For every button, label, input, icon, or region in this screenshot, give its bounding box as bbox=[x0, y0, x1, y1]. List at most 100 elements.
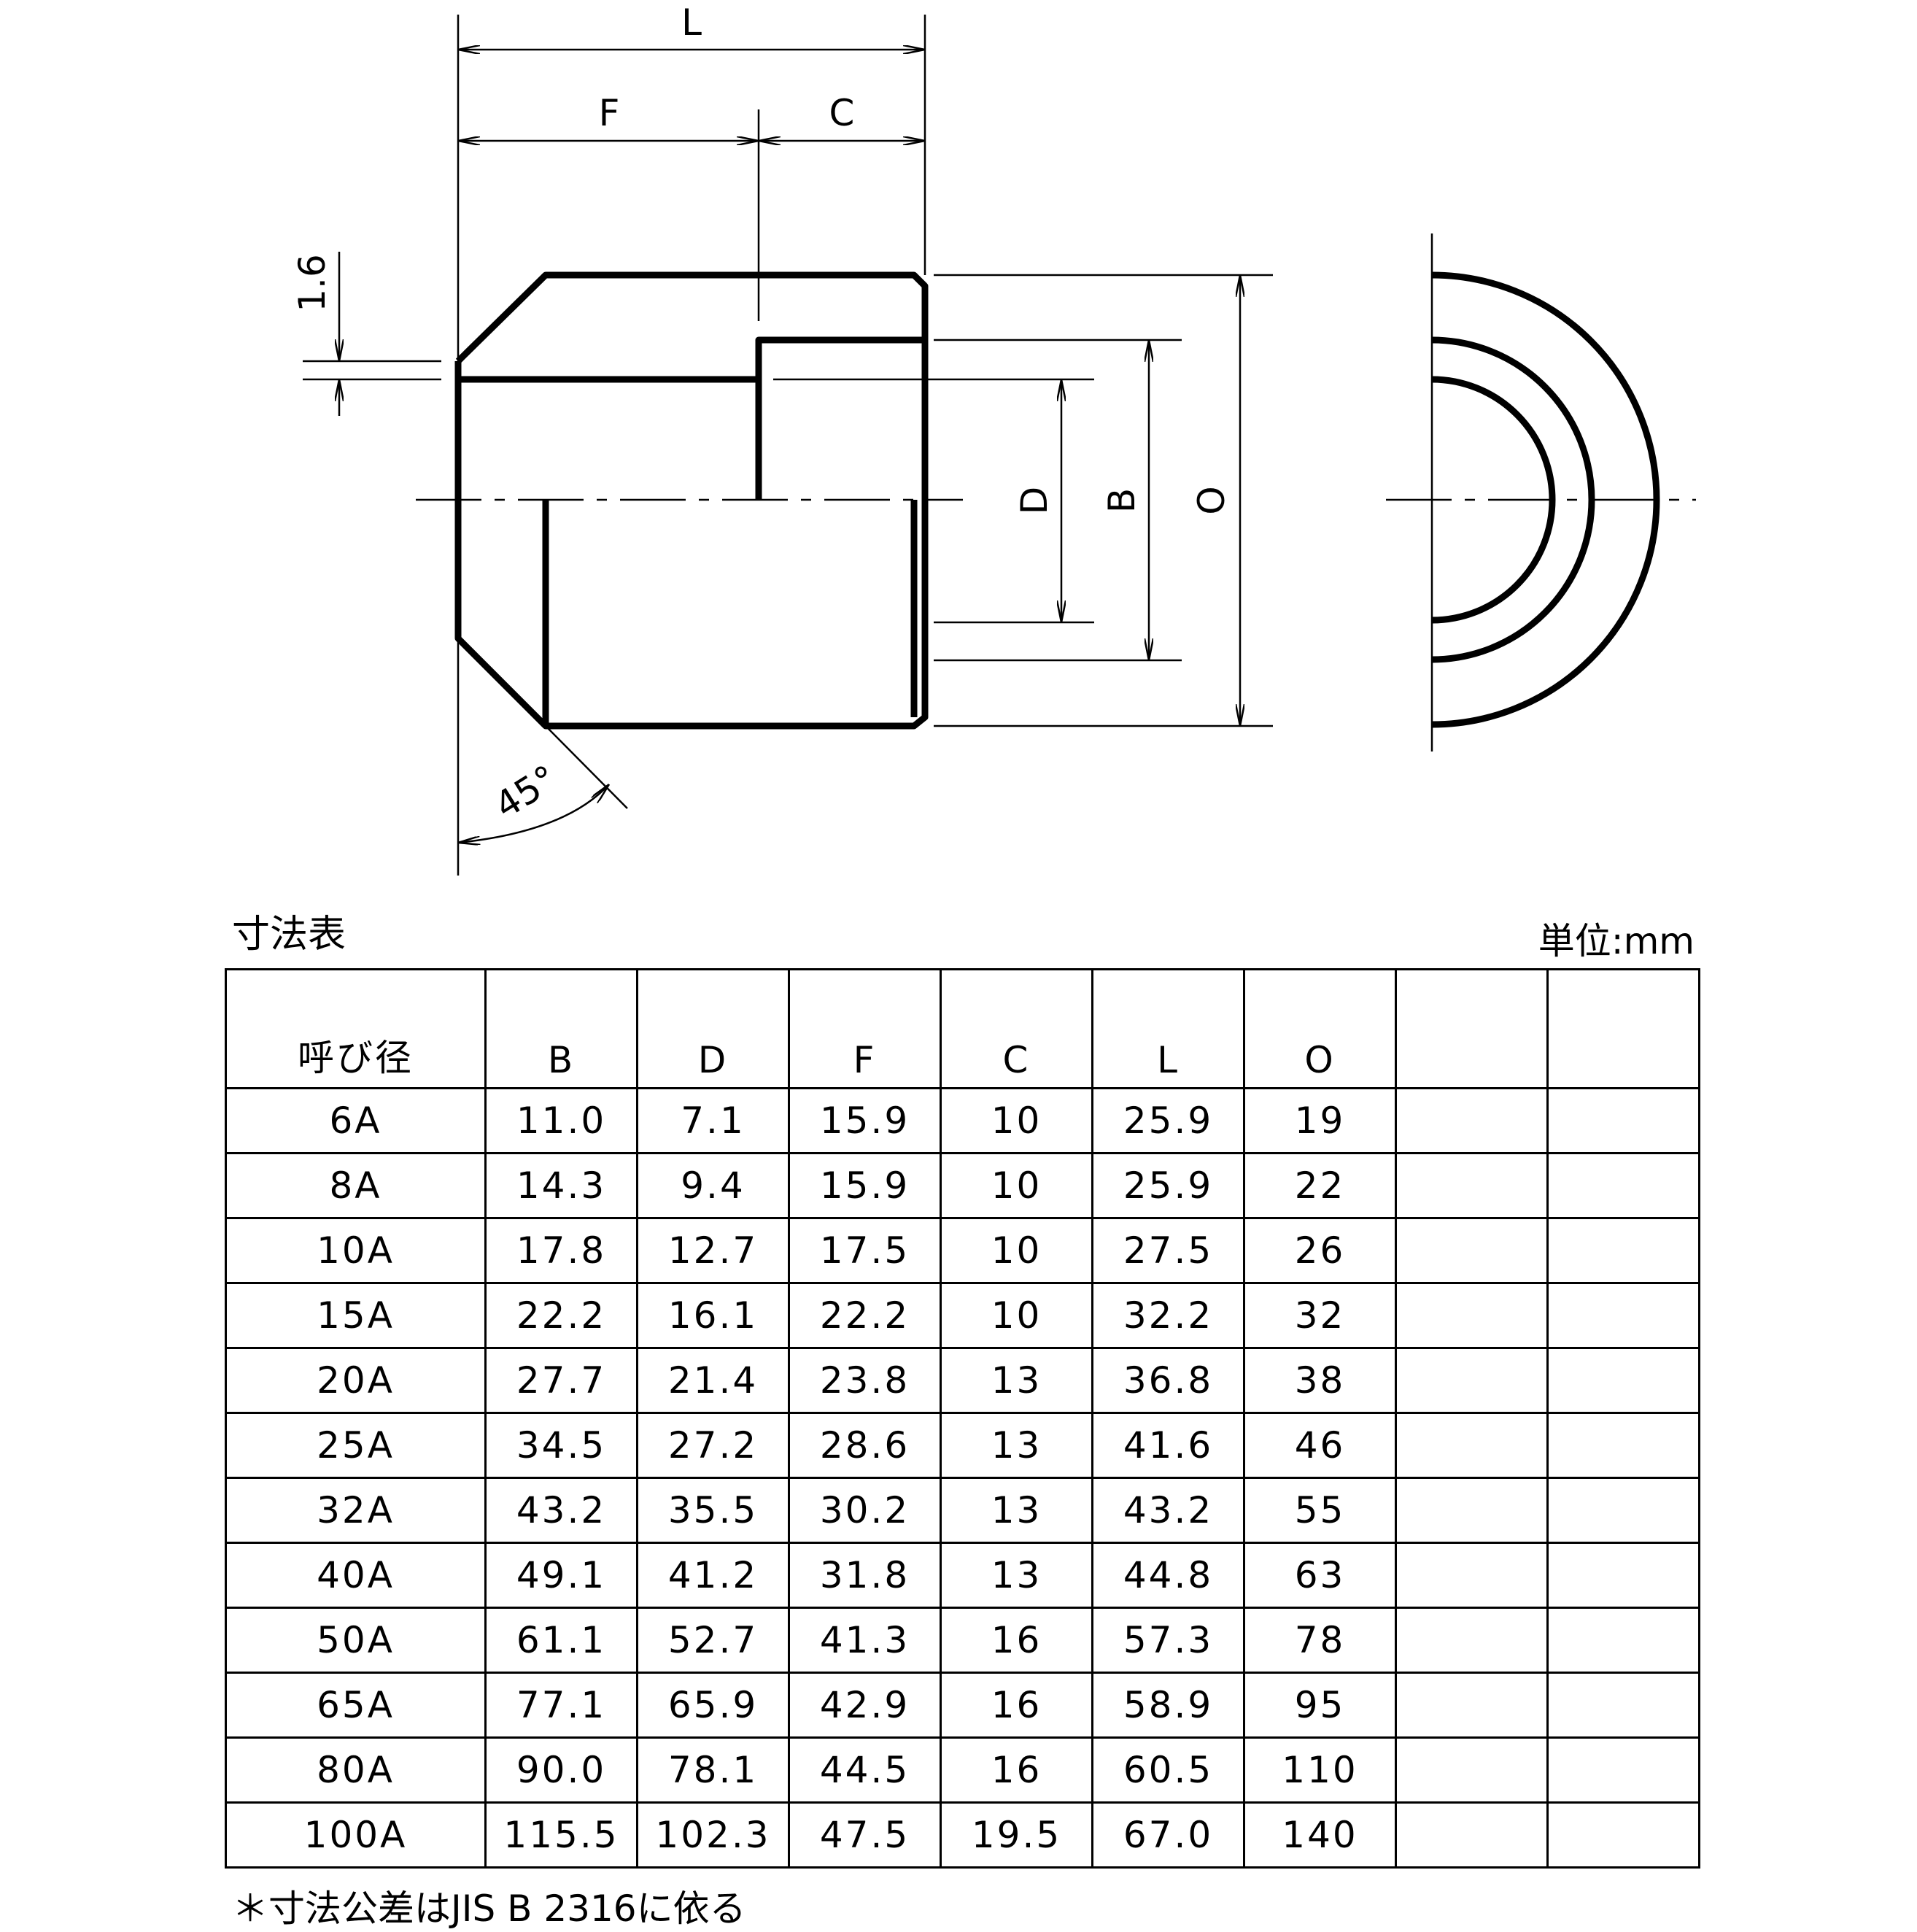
unit-label: 単位:mm bbox=[1538, 920, 1695, 962]
table-cell: 16 bbox=[940, 1736, 1093, 1804]
table-header-cell bbox=[1395, 968, 1549, 1089]
outer-arc bbox=[1431, 271, 1660, 728]
table-cell bbox=[1546, 1152, 1700, 1219]
table-cell: 95 bbox=[1243, 1672, 1397, 1739]
table-cell: 10 bbox=[940, 1152, 1093, 1219]
table-cell bbox=[1546, 1801, 1700, 1869]
table-cell: 41.2 bbox=[636, 1542, 790, 1609]
table-cell: 34.5 bbox=[484, 1412, 638, 1479]
table-cell bbox=[1395, 1087, 1549, 1154]
bore-upper bbox=[458, 336, 925, 383]
table-cell: 15.9 bbox=[788, 1152, 942, 1219]
dim-label-d: D bbox=[1013, 487, 1056, 515]
table-cell: 10A bbox=[225, 1217, 487, 1284]
table-cell bbox=[1395, 1347, 1549, 1414]
table-cell: 25A bbox=[225, 1412, 487, 1479]
table-cell: 90.0 bbox=[484, 1736, 638, 1804]
table-header-cell: D bbox=[636, 968, 790, 1089]
table-cell: 42.9 bbox=[788, 1672, 942, 1739]
table-cell: 13 bbox=[940, 1477, 1093, 1544]
table-cell: 16 bbox=[940, 1672, 1093, 1739]
table-cell bbox=[1546, 1542, 1700, 1609]
table-cell: 21.4 bbox=[636, 1347, 790, 1414]
table-cell: 43.2 bbox=[484, 1477, 638, 1544]
dimension-lines bbox=[303, 15, 1273, 876]
table-cell: 19 bbox=[1243, 1087, 1397, 1154]
table-cell bbox=[1395, 1412, 1549, 1479]
middle-arc bbox=[1431, 336, 1595, 663]
table-cell bbox=[1395, 1607, 1549, 1674]
table-cell bbox=[1546, 1736, 1700, 1804]
dim-label-l: L bbox=[681, 1, 702, 44]
table-cell: 44.5 bbox=[788, 1736, 942, 1804]
table-cell: 25.9 bbox=[1091, 1087, 1245, 1154]
table-cell: 110 bbox=[1243, 1736, 1397, 1804]
table-cell: 63 bbox=[1243, 1542, 1397, 1609]
table-cell: 65.9 bbox=[636, 1672, 790, 1739]
table-cell: 17.5 bbox=[788, 1217, 942, 1284]
table-cell: 27.7 bbox=[484, 1347, 638, 1414]
table-cell: 16 bbox=[940, 1607, 1093, 1674]
table-cell: 78.1 bbox=[636, 1736, 790, 1804]
cap-outline-top bbox=[454, 271, 929, 730]
table-cell: 11.0 bbox=[484, 1087, 638, 1154]
table-cell bbox=[1395, 1477, 1549, 1544]
table-cell: 115.5 bbox=[484, 1801, 638, 1869]
table-cell: 44.8 bbox=[1091, 1542, 1245, 1609]
table-cell bbox=[1546, 1087, 1700, 1154]
table-cell: 25.9 bbox=[1091, 1152, 1245, 1219]
table-cell: 140 bbox=[1243, 1801, 1397, 1869]
table-cell: 49.1 bbox=[484, 1542, 638, 1609]
table-cell: 32.2 bbox=[1091, 1282, 1245, 1349]
table-cell bbox=[1395, 1801, 1549, 1869]
table-cell bbox=[1395, 1152, 1549, 1219]
dim-label-c: C bbox=[829, 92, 855, 134]
table-cell bbox=[1546, 1217, 1700, 1284]
table-cell: 102.3 bbox=[636, 1801, 790, 1869]
table-cell: 12.7 bbox=[636, 1217, 790, 1284]
table-cell: 31.8 bbox=[788, 1542, 942, 1609]
inner-arc bbox=[1431, 376, 1556, 624]
table-header-cell: B bbox=[484, 968, 638, 1089]
table-cell: 10 bbox=[940, 1217, 1093, 1284]
table-cell bbox=[1546, 1282, 1700, 1349]
table-cell: 27.2 bbox=[636, 1412, 790, 1479]
table-header-cell bbox=[1546, 968, 1700, 1089]
table-cell bbox=[1546, 1672, 1700, 1739]
table-cell bbox=[1546, 1477, 1700, 1544]
table-cell: 35.5 bbox=[636, 1477, 790, 1544]
table-cell: 43.2 bbox=[1091, 1477, 1245, 1544]
table-cell: 36.8 bbox=[1091, 1347, 1245, 1414]
table-header-cell: C bbox=[940, 968, 1093, 1089]
table-cell: 9.4 bbox=[636, 1152, 790, 1219]
table-cell: 46 bbox=[1243, 1412, 1397, 1479]
technical-drawing: L F C D B O 1.6 45° bbox=[291, 1, 1696, 876]
table-cell: 80A bbox=[225, 1736, 487, 1804]
table-cell: 57.3 bbox=[1091, 1607, 1245, 1674]
table-cell: 60.5 bbox=[1091, 1736, 1245, 1804]
table-cell: 10 bbox=[940, 1282, 1093, 1349]
dim-label-b: B bbox=[1101, 488, 1143, 513]
table-cell bbox=[1395, 1672, 1549, 1739]
dim-label-o: O bbox=[1190, 486, 1233, 514]
table-header-cell: O bbox=[1243, 968, 1397, 1089]
table-cell: 61.1 bbox=[484, 1607, 638, 1674]
table-cell: 17.8 bbox=[484, 1217, 638, 1284]
table-cell: 52.7 bbox=[636, 1607, 790, 1674]
table-cell: 55 bbox=[1243, 1477, 1397, 1544]
table-cell: 22.2 bbox=[788, 1282, 942, 1349]
table-cell: 7.1 bbox=[636, 1087, 790, 1154]
table-cell: 16.1 bbox=[636, 1282, 790, 1349]
table-title: 寸法表 bbox=[232, 913, 346, 957]
